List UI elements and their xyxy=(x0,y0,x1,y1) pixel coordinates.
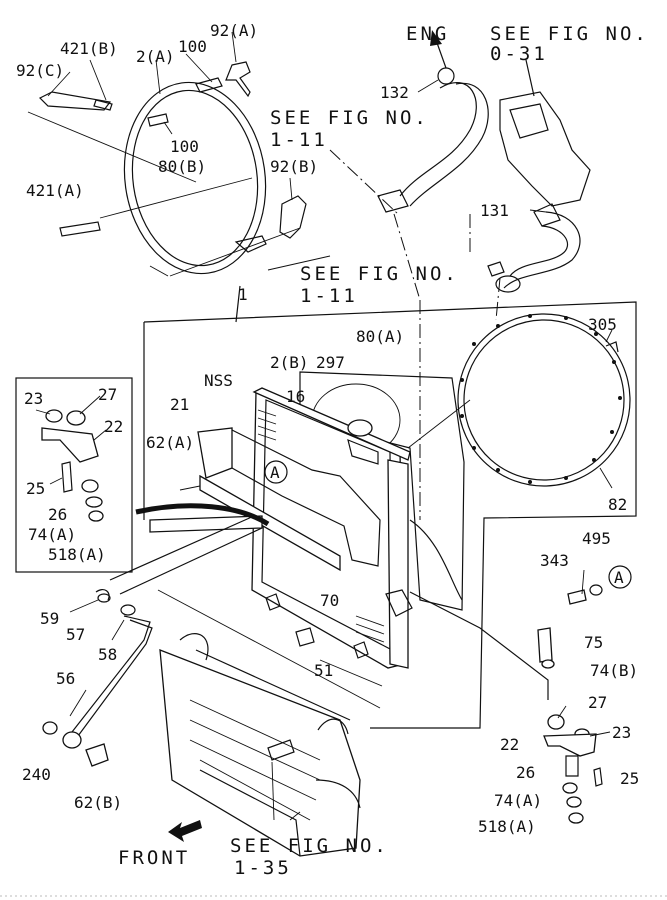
part-label: 82 xyxy=(608,495,627,514)
see-fig-1-11-mid-line2: 1-11 xyxy=(300,285,358,307)
part-number-labels: 92(A) 421(B) 2(A) 100 92(C) 100 80(B) 92… xyxy=(16,21,639,836)
mount-detail-inset xyxy=(15,377,270,573)
part-label: 421(A) xyxy=(26,181,84,200)
part-label: 59 xyxy=(40,609,59,628)
part-label: 305 xyxy=(588,315,617,334)
radiator-callout-frame xyxy=(143,285,637,729)
part-label: 25 xyxy=(620,769,639,788)
see-fig-1-35-line1: SEE FIG NO. xyxy=(230,835,389,857)
hose-and-thermostat-assembly xyxy=(377,30,591,293)
see-fig-1-11-mid-line1: SEE FIG NO. xyxy=(300,263,459,285)
see-fig-1-11-top-line2: 1-11 xyxy=(270,129,328,151)
ref-a-label-right: A xyxy=(614,568,624,587)
stay-rod-assembly xyxy=(42,588,153,767)
part-label: 75 xyxy=(584,633,603,652)
radiator-core xyxy=(109,371,549,709)
part-label: 22 xyxy=(104,417,123,436)
part-label: 23 xyxy=(24,389,43,408)
part-label: 131 xyxy=(480,201,509,220)
right-mount-parts xyxy=(537,569,611,824)
front-label: FRONT xyxy=(118,847,190,869)
part-label: 56 xyxy=(56,669,75,688)
part-label: 23 xyxy=(612,723,631,742)
part-label: 92(A) xyxy=(210,21,258,40)
part-label: 26 xyxy=(516,763,535,782)
part-label: 74(B) xyxy=(590,661,638,680)
part-label: 62(B) xyxy=(74,793,122,812)
part-label: 240 xyxy=(22,765,51,784)
part-label: 1 xyxy=(238,285,248,304)
part-label: 74(A) xyxy=(28,525,76,544)
reference-lines xyxy=(329,149,501,520)
part-label: 16 xyxy=(286,387,305,406)
part-label: 22 xyxy=(500,735,519,754)
front-arrow-icon xyxy=(168,820,202,842)
part-label: 80(A) xyxy=(356,327,404,346)
ref-a-label-radiator: A xyxy=(270,463,280,482)
circle-A-reference-icon xyxy=(264,460,632,589)
part-label: 27 xyxy=(588,693,607,712)
part-label: 132 xyxy=(380,83,409,102)
part-label: 26 xyxy=(48,505,67,524)
part-label: 57 xyxy=(66,625,85,644)
fan-shroud-ring-82 xyxy=(407,313,631,489)
part-label: 518(A) xyxy=(478,817,536,836)
part-label: 495 xyxy=(582,529,611,548)
part-label: 100 xyxy=(170,137,199,156)
part-label: 343 xyxy=(540,551,569,570)
nss-label: NSS xyxy=(204,371,233,390)
see-fig-0-31-line2: 0-31 xyxy=(490,43,548,65)
part-label: 74(A) xyxy=(494,791,542,810)
part-label: 27 xyxy=(98,385,117,404)
see-fig-1-35-line2: 1-35 xyxy=(234,857,292,879)
part-label: 92(B) xyxy=(270,157,318,176)
part-label: 2(B) xyxy=(270,353,309,372)
see-fig-0-31-line1: SEE FIG NO. xyxy=(490,23,649,45)
part-label: 297 xyxy=(316,353,345,372)
part-label: 80(B) xyxy=(158,157,206,176)
part-label: 421(B) xyxy=(60,39,118,58)
engine-callout: ENG xyxy=(406,23,449,45)
part-label: 100 xyxy=(178,37,207,56)
part-label: 62(A) xyxy=(146,433,194,452)
part-label: 25 xyxy=(26,479,45,498)
see-fig-1-11-top-line1: SEE FIG NO. xyxy=(270,107,429,129)
part-label: 58 xyxy=(98,645,117,664)
part-label: 21 xyxy=(170,395,189,414)
part-label: 51 xyxy=(314,661,333,680)
part-label: 518(A) xyxy=(48,545,106,564)
part-label: 2(A) xyxy=(136,47,175,66)
fan-shroud-ring-assembly xyxy=(27,31,331,277)
intercooler xyxy=(159,633,361,857)
callout-labels: ENG SEE FIG NO. 0-31 SEE FIG NO. 1-11 SE… xyxy=(118,23,649,879)
part-label: 70 xyxy=(320,591,339,610)
part-label: 92(C) xyxy=(16,61,64,80)
